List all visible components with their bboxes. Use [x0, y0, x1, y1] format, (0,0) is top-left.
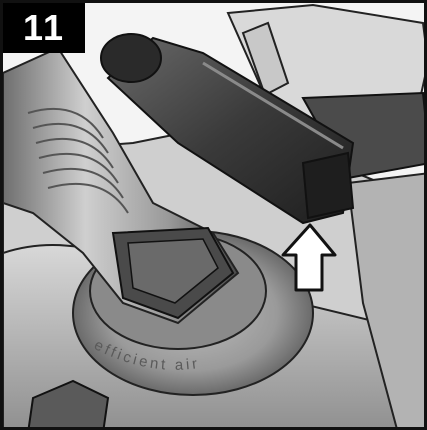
step-number-badge: 11	[3, 3, 85, 53]
crevice-nozzle-icon	[100, 33, 355, 225]
lid-hinge	[241, 21, 290, 97]
insert-arrow-icon	[281, 223, 337, 292]
hose-icon	[3, 46, 240, 325]
body-latch	[27, 379, 110, 427]
body-side-panel	[346, 172, 424, 427]
vacuum-illustration: efficient air	[3, 3, 424, 427]
